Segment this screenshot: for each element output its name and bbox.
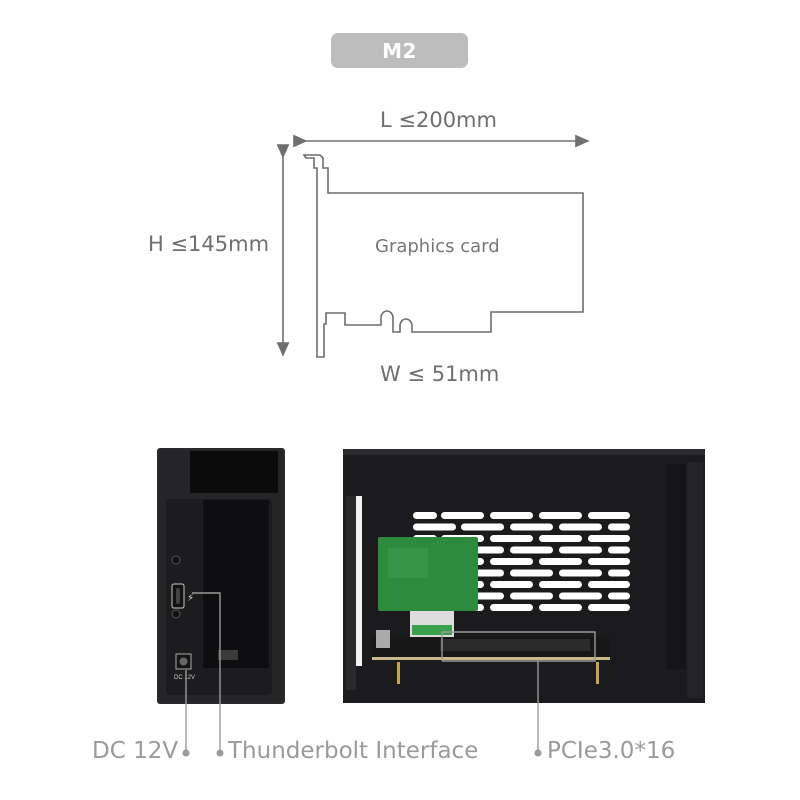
vent-slot [441, 512, 484, 519]
dc-callout-dot [182, 749, 190, 757]
vent-slot [490, 535, 533, 542]
vent-slot [539, 558, 582, 565]
vent-slot [608, 523, 630, 531]
vent-slot [588, 535, 630, 542]
length-label: L ≤200mm [380, 108, 497, 132]
vent-slot [588, 581, 630, 588]
width-label: W ≤ 51mm [380, 362, 500, 386]
vent-slot [559, 569, 602, 577]
thunderbolt-callout-dot [216, 749, 224, 757]
vent-slot [490, 581, 533, 588]
vent-slot [413, 512, 437, 519]
vent-slot [510, 523, 553, 531]
pcie-callout-dot [534, 749, 542, 757]
vent-slot [539, 581, 582, 588]
vent-slot [490, 512, 533, 519]
thunderbolt-icon: ⚡ [187, 593, 194, 604]
vent-slot [608, 546, 630, 554]
vent-slot [539, 604, 582, 611]
pcie-callout-line [442, 631, 596, 753]
vent-slot [588, 558, 630, 565]
height-label: H ≤145mm [148, 232, 270, 256]
thunderbolt-callout-line [192, 592, 221, 753]
vent-slot [413, 523, 456, 531]
vent-slot [461, 523, 504, 531]
svg-text:DC 12V: DC 12V [174, 675, 195, 681]
model-badge: M2 [331, 33, 468, 68]
graphics-card-label: Graphics card [375, 236, 500, 257]
vent-slot [608, 592, 630, 600]
vent-slot [559, 523, 602, 531]
vent-slot [608, 569, 630, 577]
vent-slot [559, 592, 602, 600]
enclosure-rear-view: ⚡ DC 12V [157, 448, 285, 704]
vent-slot [559, 546, 602, 554]
vent-slot [539, 512, 582, 519]
vent-slot [588, 512, 630, 519]
dc-12v-label: DC 12V [92, 738, 179, 764]
vent-slot [510, 546, 553, 554]
vent-slot [539, 535, 582, 542]
vent-slot [490, 604, 533, 611]
enclosure-side-view [343, 449, 705, 703]
thunderbolt-interface-label: Thunderbolt Interface [228, 738, 479, 764]
vent-slot [490, 558, 533, 565]
vent-slot [510, 592, 553, 600]
graphics-card-outline [302, 154, 584, 358]
vent-slot [588, 604, 630, 611]
pcie-label: PCIe3.0*16 [547, 738, 676, 764]
vent-slot [510, 569, 553, 577]
pcie-x16-slot [440, 639, 590, 651]
